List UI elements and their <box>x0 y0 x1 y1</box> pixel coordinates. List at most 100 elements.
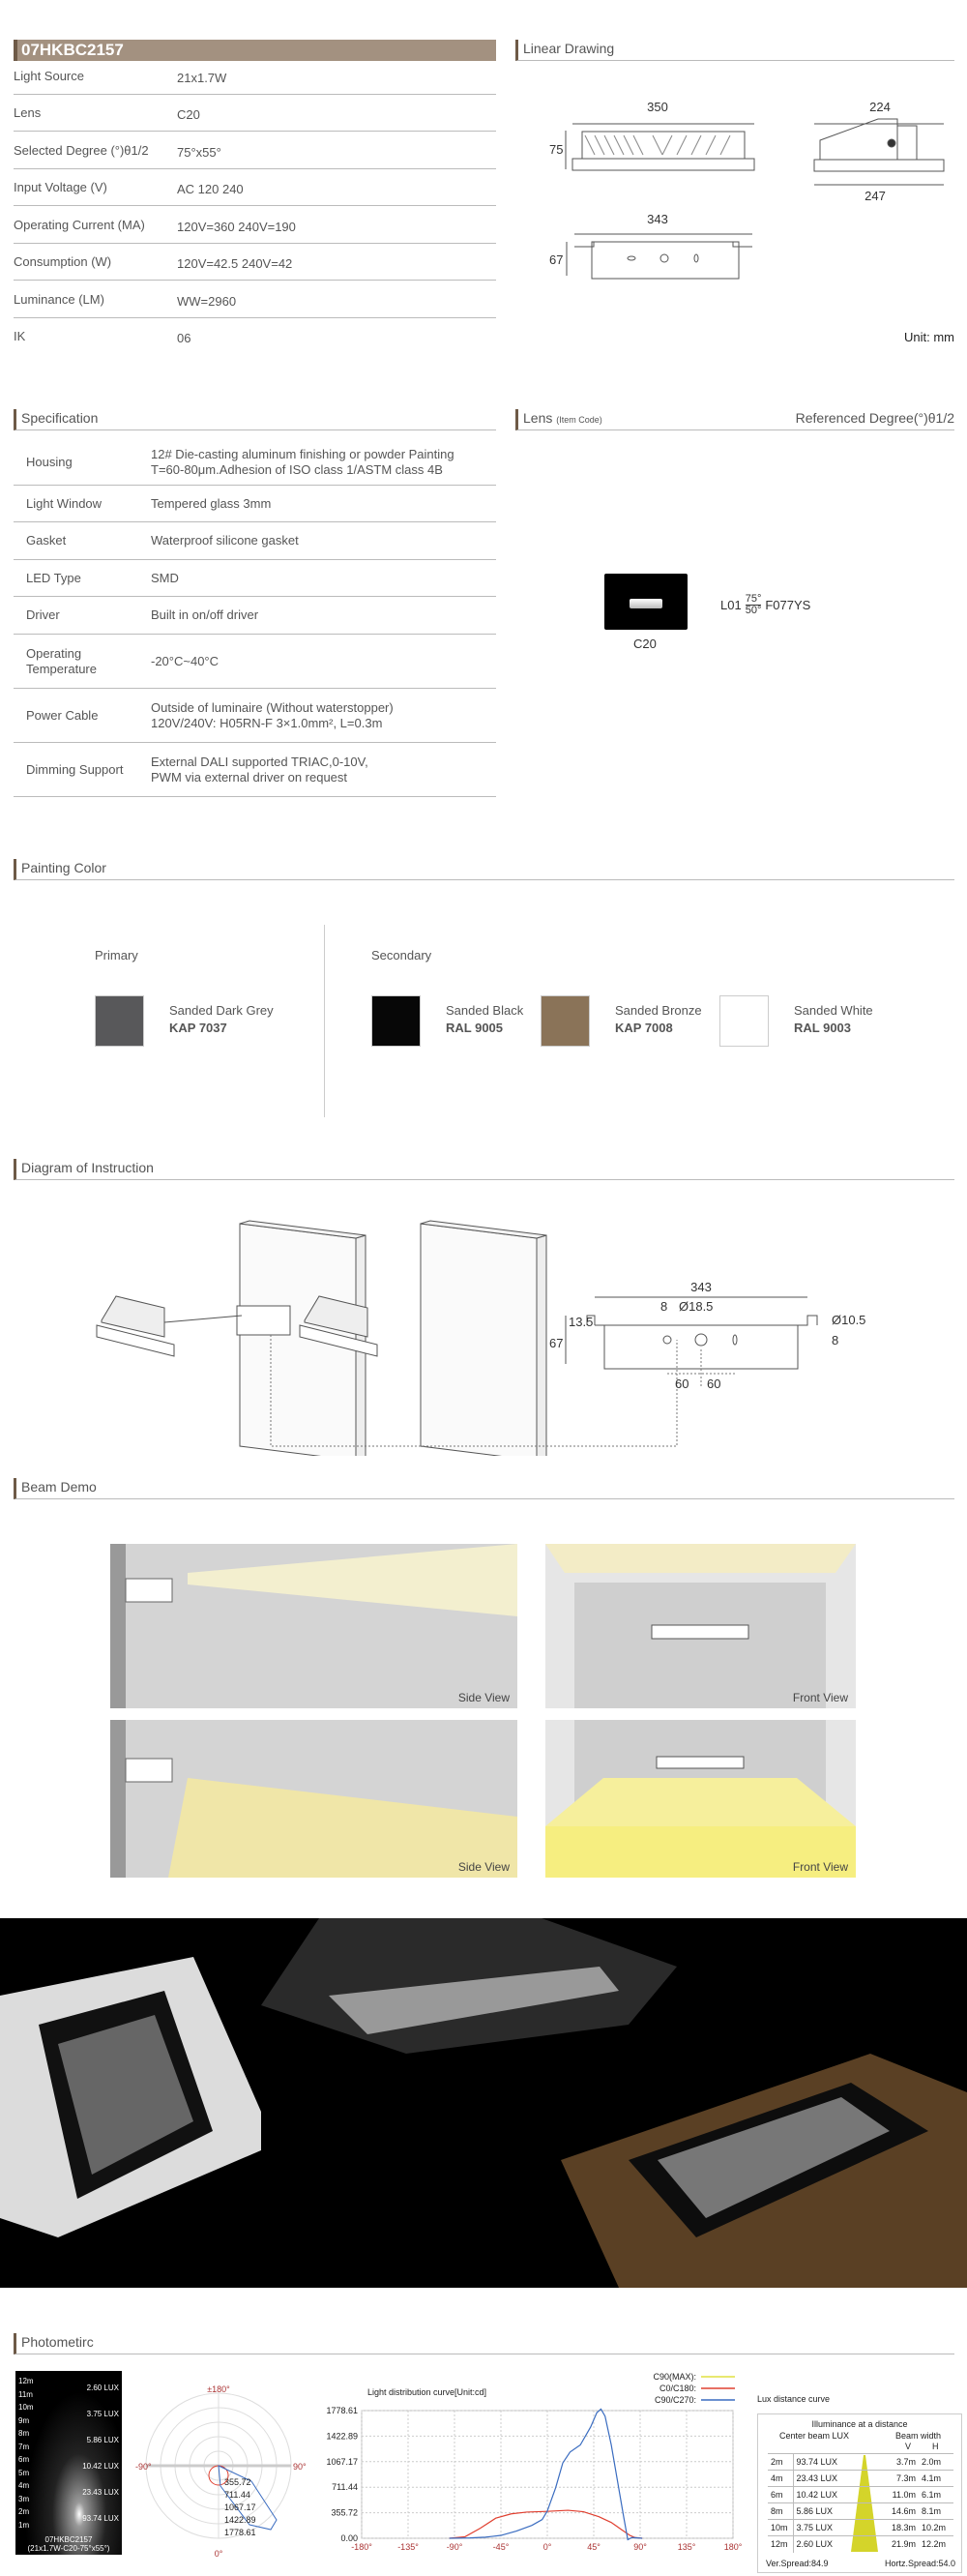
specification-value: -20°C~40°C <box>151 654 496 669</box>
color-code: RAL 9003 <box>794 1021 852 1035</box>
spec-value: WW=2960 <box>177 294 237 309</box>
lens-c20-image <box>604 574 688 630</box>
dim-343: 343 <box>647 212 668 226</box>
product-code-header: 07HKBC2157 <box>14 40 496 61</box>
distance-label: 12m <box>18 2377 34 2385</box>
specification-row: Operating Temperature-20°C~40°C <box>14 635 496 689</box>
beam-front-view-down: Front View <box>545 1720 856 1878</box>
color-swatch[interactable] <box>541 995 590 1047</box>
spec-label: Lens <box>14 105 42 120</box>
lux-cell-lux: 5.86 LUX <box>793 2502 861 2520</box>
y-tick-label: 711.44 <box>332 2482 358 2492</box>
series-line <box>449 2408 643 2541</box>
x-tick-label: -135° <box>397 2542 419 2552</box>
spec-label: IK <box>14 329 26 343</box>
hor-spread: Hortz.Spread:54.0 <box>884 2559 955 2568</box>
spec-row: Input Voltage (V)AC 120 240 <box>14 169 496 206</box>
specification-value-line: SMD <box>151 570 179 585</box>
specification-value-line: -20°C~40°C <box>151 653 220 668</box>
dim-8: 8 <box>660 1299 667 1314</box>
distance-label: 3m <box>18 2494 30 2503</box>
color-swatch[interactable] <box>719 995 769 1047</box>
color-name: Sanded Bronze <box>615 1003 702 1018</box>
specification-value-line: 120V/240V: H05RN-F 3×1.0mm², L=0.3m <box>151 715 383 730</box>
lux-cell-d: 12m <box>768 2535 794 2553</box>
product-photo <box>0 1918 967 2288</box>
x-tick-label: 90° <box>633 2542 647 2552</box>
dim-10-5: Ø10.5 <box>832 1313 865 1327</box>
lux-cell-h: 2.0m <box>919 2453 953 2471</box>
specification-value: Built in on/off driver <box>151 607 496 623</box>
lens-title-small: (Item Code) <box>556 415 602 425</box>
x-tick-label: -45° <box>493 2542 510 2552</box>
photometric-header: Photometirc <box>14 2333 954 2354</box>
x-tick-label: -90° <box>447 2542 463 2552</box>
x-tick-label: 135° <box>678 2542 696 2552</box>
referenced-degree-title: Referenced Degree(°)θ1/2 <box>795 410 954 426</box>
dim-slot-8: 8 <box>832 1333 838 1347</box>
x-tick-label: 45° <box>587 2542 601 2552</box>
legend-label: C0/C180: <box>659 2384 696 2393</box>
lux-cell-v: 21.9m <box>861 2535 919 2553</box>
specification-value-line: Waterproof silicone gasket <box>151 533 299 548</box>
color-code: RAL 9005 <box>446 1021 504 1035</box>
lux-cell-lux: 2.60 LUX <box>793 2535 861 2553</box>
distance-label: 8m <box>18 2429 30 2438</box>
specification-value-line: Outside of luminaire (Without waterstopp… <box>151 699 394 715</box>
painting-color-header: Painting Color <box>14 859 954 880</box>
distance-label: 1m <box>18 2520 30 2530</box>
polar-label-top: ±180° <box>207 2384 230 2394</box>
dim-75: 75 <box>549 142 563 157</box>
y-tick-label: 1422.89 <box>326 2431 358 2441</box>
lux-cell-v: 11.0m <box>861 2486 919 2503</box>
color-code: KAP 7037 <box>169 1021 227 1035</box>
chart-title: Light distribution curve[Unit:cd] <box>367 2387 486 2397</box>
specification-value-line: 12# Die-casting aluminum finishing or po… <box>151 447 454 461</box>
dim-224: 224 <box>869 100 891 114</box>
polar-c90-curve <box>218 2465 278 2531</box>
section-title: Beam Demo <box>21 1479 97 1495</box>
color-swatch[interactable] <box>371 995 421 1047</box>
spec-value: AC 120 240 <box>177 182 244 196</box>
lux-image-subcaption: (21x1.7W-C20-75°x55°) <box>27 2544 110 2553</box>
section-title: Lens <box>523 410 553 426</box>
dim-67: 67 <box>549 252 563 267</box>
lux-col-v: V <box>905 2442 912 2451</box>
polar-chart: ±180° -90° 90° 0° 355.72711.441067.17142… <box>135 2384 307 2559</box>
lux-cell-lux: 10.42 LUX <box>793 2486 861 2503</box>
specification-label: Driver <box>26 607 60 622</box>
lux-table-heading: Illuminance at a distance <box>811 2419 908 2429</box>
lux-label: 93.74 LUX <box>82 2514 119 2523</box>
specification-label: Light Window <box>26 495 103 511</box>
spec-value: 21x1.7W <box>177 71 227 85</box>
polar-ring-label: 1422.89 <box>224 2515 256 2525</box>
color-code: KAP 7008 <box>615 1021 673 1035</box>
lux-cell-d: 8m <box>768 2502 794 2520</box>
lux-cell-d: 4m <box>768 2470 794 2487</box>
distance-label: 2m <box>18 2507 30 2516</box>
spec-value: 75°x55° <box>177 145 221 160</box>
section-title: Photometirc <box>21 2334 94 2350</box>
primary-label: Primary <box>95 948 138 962</box>
lux-label: 23.43 LUX <box>82 2488 119 2497</box>
lux-cell-v: 7.3m <box>861 2470 919 2487</box>
spec-label: Luminance (LM) <box>14 292 104 307</box>
secondary-label: Secondary <box>371 948 432 962</box>
color-swatch[interactable] <box>95 995 144 1047</box>
section-title: Diagram of Instruction <box>21 1160 154 1175</box>
dim-18-5: Ø18.5 <box>679 1299 713 1314</box>
color-name: Sanded Black <box>446 1003 524 1018</box>
